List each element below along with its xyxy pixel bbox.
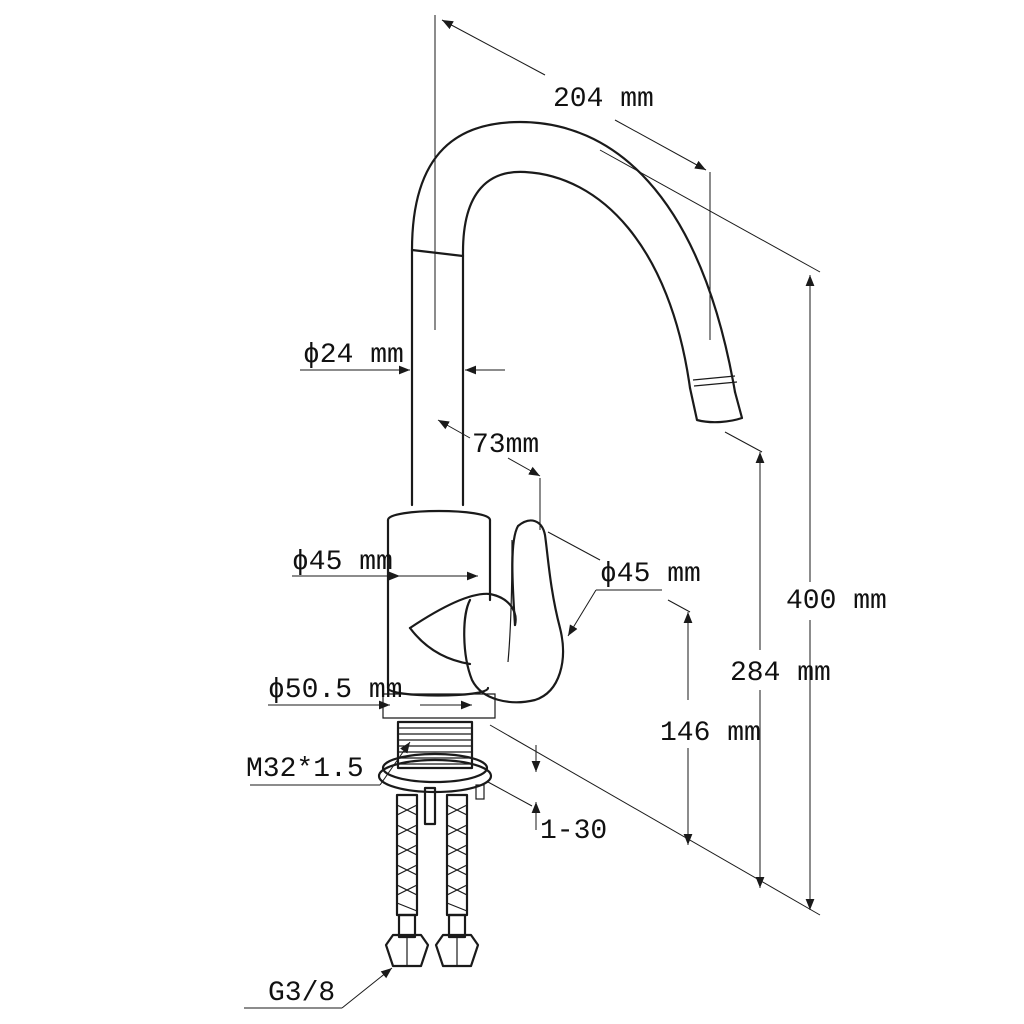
lever-handle bbox=[408, 519, 564, 704]
body-diameter-label: ϕ45 mm bbox=[292, 547, 393, 578]
base-diameter-label: ϕ50.5 mm bbox=[268, 675, 402, 706]
mixer-body bbox=[382, 509, 496, 719]
outlet-height-label: 284 mm bbox=[730, 658, 831, 689]
deck-thickness-label: 1-30 bbox=[540, 816, 607, 847]
hose-connector-label: G3/8 bbox=[268, 978, 335, 1009]
supply-hoses bbox=[384, 793, 480, 968]
spout bbox=[410, 120, 744, 507]
handle-diameter-label: ϕ45 mm bbox=[600, 559, 701, 590]
mounting-hardware bbox=[377, 720, 493, 826]
handle-length-label: 73mm bbox=[472, 430, 539, 461]
reach-label: 204 mm bbox=[553, 84, 654, 115]
dimension-lines bbox=[244, 15, 821, 1009]
thread-label: M32*1.5 bbox=[246, 754, 364, 785]
body-height-label: 146 mm bbox=[660, 718, 761, 749]
spout-diameter-label: ϕ24 mm bbox=[303, 340, 404, 371]
total-height-label: 400 mm bbox=[786, 586, 887, 617]
